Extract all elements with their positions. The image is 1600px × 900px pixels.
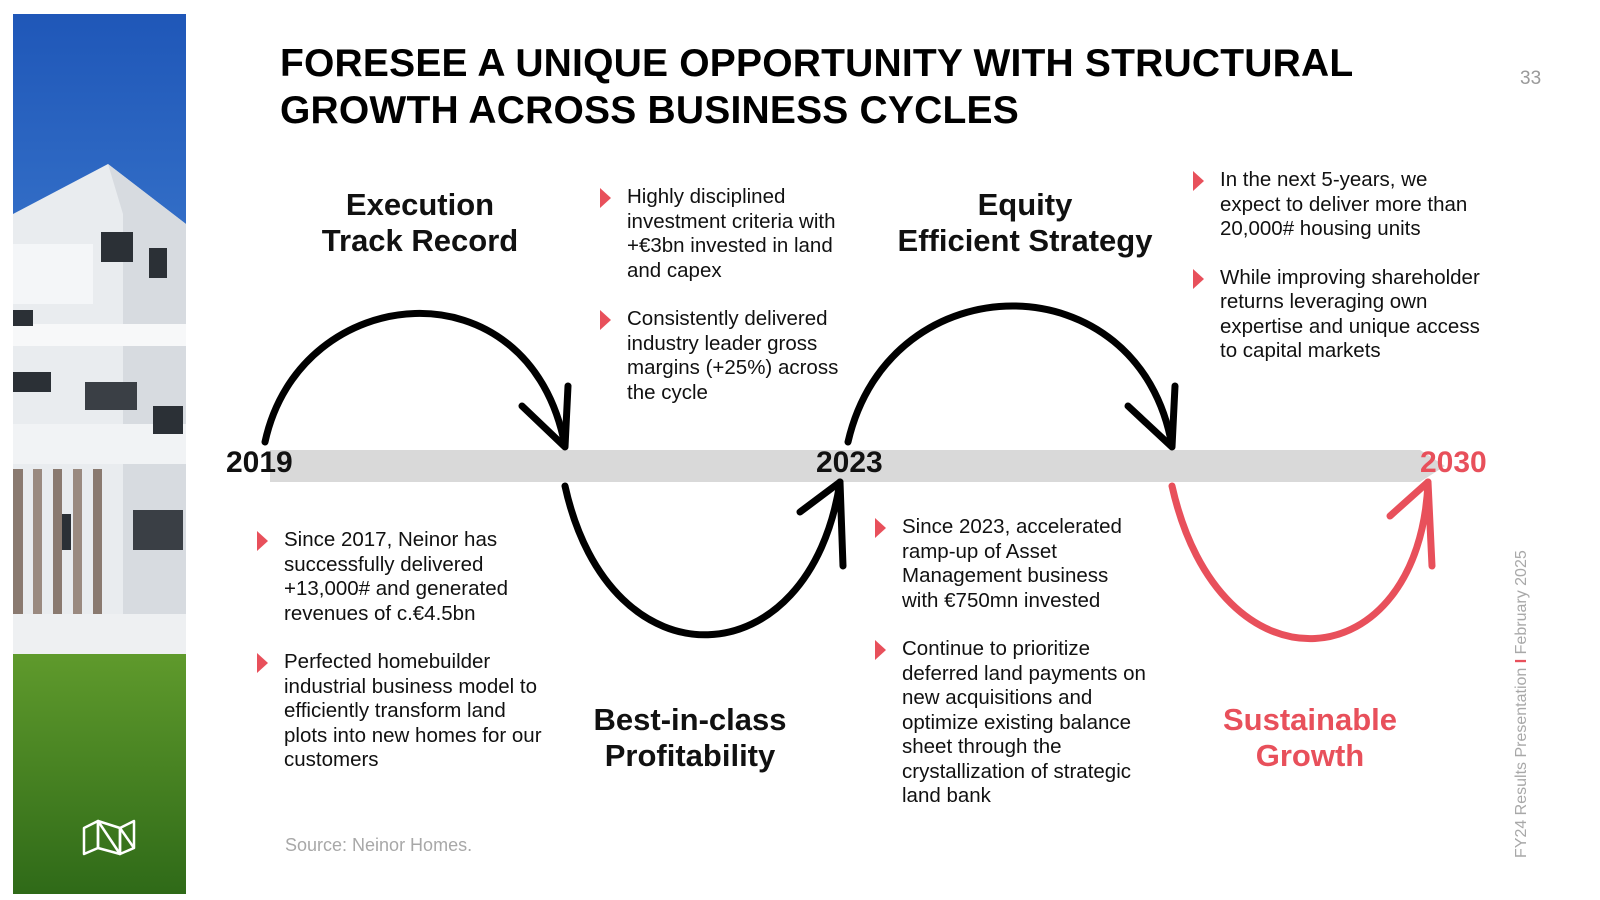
presentation-footer: FY24 Results Presentation I February 202… [1513,550,1530,858]
execution-arrowhead [518,382,572,451]
page-number: 33 [1520,68,1542,89]
timeline-arrow-bar [270,450,1445,482]
list-item: While improving shareholder returns leve… [1193,266,1483,364]
profitability-bullets: Highly disciplined investment criteria w… [600,185,850,429]
profitability-arc [561,478,844,639]
equity-bullets: Since 2023, accelerated ramp-up of Asset… [875,515,1150,833]
list-item: In the next 5-years, we expect to delive… [1193,168,1483,242]
neinor-logo-icon [82,819,136,856]
year-2019: 2019 [226,446,293,479]
year-2023: 2023 [816,446,883,479]
year-2030: 2030 [1420,446,1487,479]
equity-arrowhead [1124,382,1179,451]
profitability-arrowhead [796,478,847,570]
source-note: Source: Neinor Homes. [285,835,473,855]
equity-arc [844,302,1176,450]
list-item: Since 2017, Neinor has successfully deli… [257,528,552,626]
page-title: FORESEE A UNIQUE OPPORTUNITY WITH STRUCT… [280,42,1353,132]
list-item: Perfected homebuilder industrial busines… [257,650,552,773]
heading-execution-track-record: Execution Track Record [321,187,519,258]
list-item: Consistently delivered industry leader g… [600,307,850,405]
building-photo [13,14,186,894]
track-record-bullets: Since 2017, Neinor has successfully deli… [257,528,552,797]
list-item: Continue to prioritize deferred land pay… [875,637,1150,809]
execution-arc [261,309,569,450]
growth-bullets: In the next 5-years, we expect to delive… [1193,168,1483,388]
list-item: Highly disciplined investment criteria w… [600,185,850,283]
list-item: Since 2023, accelerated ramp-up of Asset… [875,515,1150,613]
heading-equity-efficient-strategy: Equity Efficient Strategy [897,187,1153,258]
sustainable-arrowhead [1386,478,1436,570]
heading-best-in-class-profitability: Best-in-class Profitability [593,702,787,773]
heading-sustainable-growth: Sustainable Growth [1223,702,1397,773]
sustainable-arc [1168,478,1432,643]
